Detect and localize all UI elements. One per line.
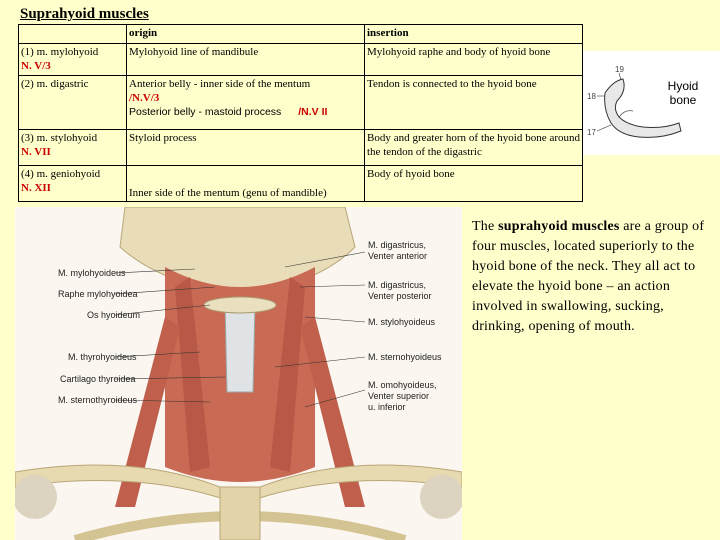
origin-posterior-text: Posterior belly - mastoid process [129,106,282,118]
hyoid-bone-figure: 19 18 17 Hyoid bone [583,51,720,155]
anatomy-label: M. digastricus, [368,280,427,290]
neck-anatomy-drawing [15,207,462,540]
anatomy-label: M. sternohyoideus [368,352,442,362]
anatomy-label: M. stylohyoideus [368,317,436,327]
header-cell-insertion: insertion [364,24,583,44]
muscle-name: (1) m. mylohyoid [21,46,99,58]
figure-number: 18 [587,92,596,101]
table-row: (1) m. mylohyoid N. V/3 Mylohyoid line o… [18,43,583,76]
nerve-label: N. XII [21,182,51,194]
anatomy-label: Venter posterior [368,291,432,301]
neck-anatomy-illustration: M. mylohyoideus Raphe mylohyoidea Os hyo… [15,207,462,540]
origin-posterior-line: Posterior belly - mastoid process /N.V I… [129,105,362,119]
anatomy-label: M. mylohyoideus [58,268,126,278]
muscle-table: origin insertion (1) m. mylohyoid N. V/3… [18,24,583,202]
origin-cell: Anterior belly - inner side of the mentu… [126,75,365,130]
insertion-cell: Tendon is connected to the hyoid bone [364,75,583,130]
origin-anterior-text: Anterior belly - inner side of the mentu… [129,78,311,90]
nerve-label: /N.V II [298,106,328,118]
muscle-cell: (2) m. digastric [18,75,127,130]
anatomy-label: M. thyrohyoideus [68,352,137,362]
anatomy-label: Venter anterior [368,251,428,261]
hyoid-bone-drawing: 19 18 17 [587,65,682,138]
figure-number: 17 [587,128,596,137]
header-cell-muscle [18,24,127,44]
anatomy-label: M. omohyoideus, [368,380,437,390]
table-row: (4) m. geniohyoid N. XII Inner side of t… [18,165,583,202]
origin-cell: Styloid process [126,129,365,166]
page-title: Suprahyoid muscles [20,6,149,22]
anatomy-label: Cartilago thyroidea [60,374,136,384]
muscle-cell: (3) m. stylohyoid N. VII [18,129,127,166]
description-bold-term: suprahyoid muscles [498,219,620,234]
table-header-row: origin insertion [18,24,583,44]
origin-cell: Mylohyoid line of mandibule [126,43,365,76]
nerve-label: N. V/3 [21,60,51,72]
anatomy-label: u. inferior [368,402,406,412]
description-intro: The [472,219,499,234]
nerve-label: /N.V/3 [129,92,160,104]
anatomy-label: Venter superior [368,391,430,401]
anatomy-label: Os hyoideum [87,310,141,320]
nerve-label: N. VII [21,146,51,158]
header-cell-origin: origin [126,24,365,44]
figure-number: 19 [615,65,624,74]
anatomy-label: Raphe mylohyoidea [58,289,138,299]
muscle-name: (3) m. stylohyoid [21,132,98,144]
table-row: (2) m. digastric Anterior belly - inner … [18,75,583,130]
muscle-cell: (1) m. mylohyoid N. V/3 [18,43,127,76]
insertion-cell: Body and greater horn of the hyoid bone … [364,129,583,166]
muscle-name: (4) m. geniohyoid [21,168,101,180]
description-body: are a group of four muscles, located sup… [472,219,705,334]
hyoid-bone-label: Hyoid bone [667,79,699,107]
anatomy-label: M. digastricus, [368,240,427,250]
insertion-cell: Mylohyoid raphe and body of hyoid bone [364,43,583,76]
description-paragraph: The suprahyoid muscles are a group of fo… [472,217,714,337]
insertion-cell: Body of hyoid bone [364,165,583,202]
muscle-name: (2) m. digastric [21,78,89,90]
anatomy-label: M. sternothyroideus [58,395,138,405]
muscle-cell: (4) m. geniohyoid N. XII [18,165,127,202]
origin-cell: Inner side of the mentum (genu of mandib… [126,165,365,202]
table-row: (3) m. stylohyoid N. VII Styloid process… [18,129,583,166]
